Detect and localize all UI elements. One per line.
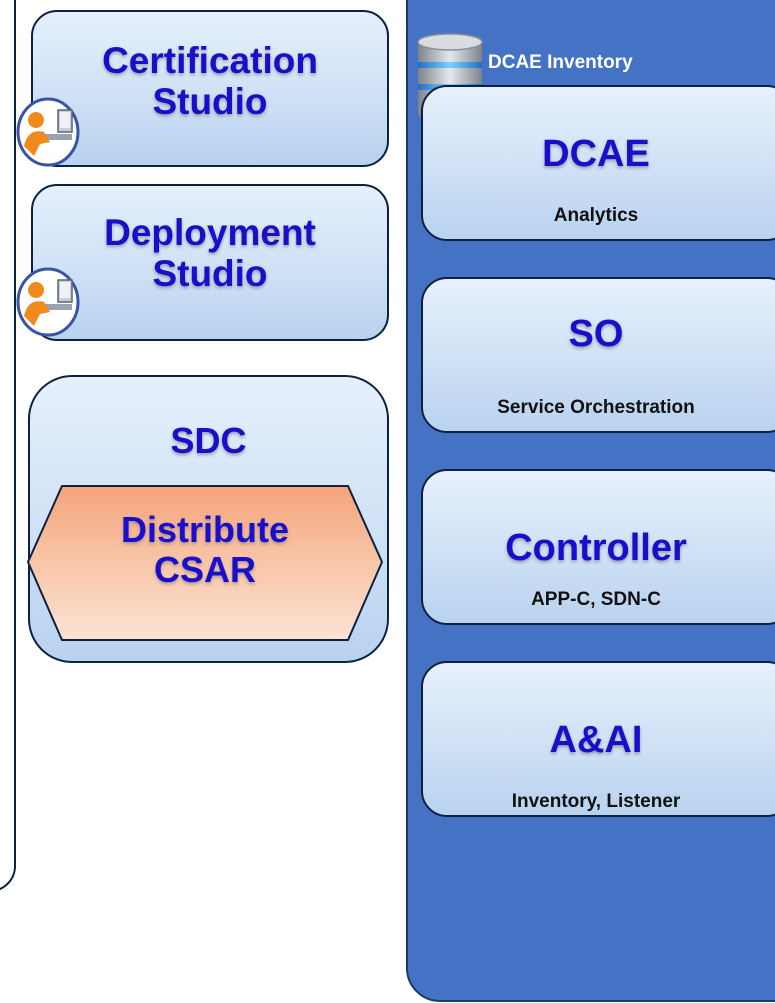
- so-subtitle: Service Orchestration: [497, 397, 695, 418]
- so-box[interactable]: SO Service Orchestration: [421, 277, 775, 433]
- person-at-computer-icon: [16, 97, 80, 167]
- distribute-csar-hexagon[interactable]: [26, 484, 384, 644]
- dcae-subtitle: Analytics: [553, 205, 639, 226]
- controller-title: Controller: [505, 527, 687, 569]
- controller-box[interactable]: Controller APP-C, SDN-C: [421, 469, 775, 625]
- dcae-inventory-label: DCAE Inventory: [488, 52, 633, 73]
- aai-subtitle: Inventory, Listener: [511, 791, 681, 812]
- dcae-box[interactable]: DCAE Analytics: [421, 85, 775, 241]
- deployment-studio-title: Deployment Studio: [104, 212, 316, 295]
- deployment-studio-box[interactable]: Deployment Studio: [31, 184, 389, 341]
- controller-subtitle: APP-C, SDN-C: [531, 589, 661, 610]
- aai-box[interactable]: A&AI Inventory, Listener: [421, 661, 775, 817]
- distribute-csar-label: Distribute CSAR: [120, 509, 289, 590]
- sdc-title: SDC: [170, 420, 247, 461]
- aai-title: A&AI: [549, 719, 643, 761]
- person-at-computer-icon: [16, 267, 80, 337]
- dcae-title: DCAE: [542, 133, 650, 175]
- certification-studio-title: Certification Studio: [102, 40, 318, 123]
- certification-studio-box[interactable]: Certification Studio: [31, 10, 389, 167]
- so-title: SO: [568, 313, 624, 355]
